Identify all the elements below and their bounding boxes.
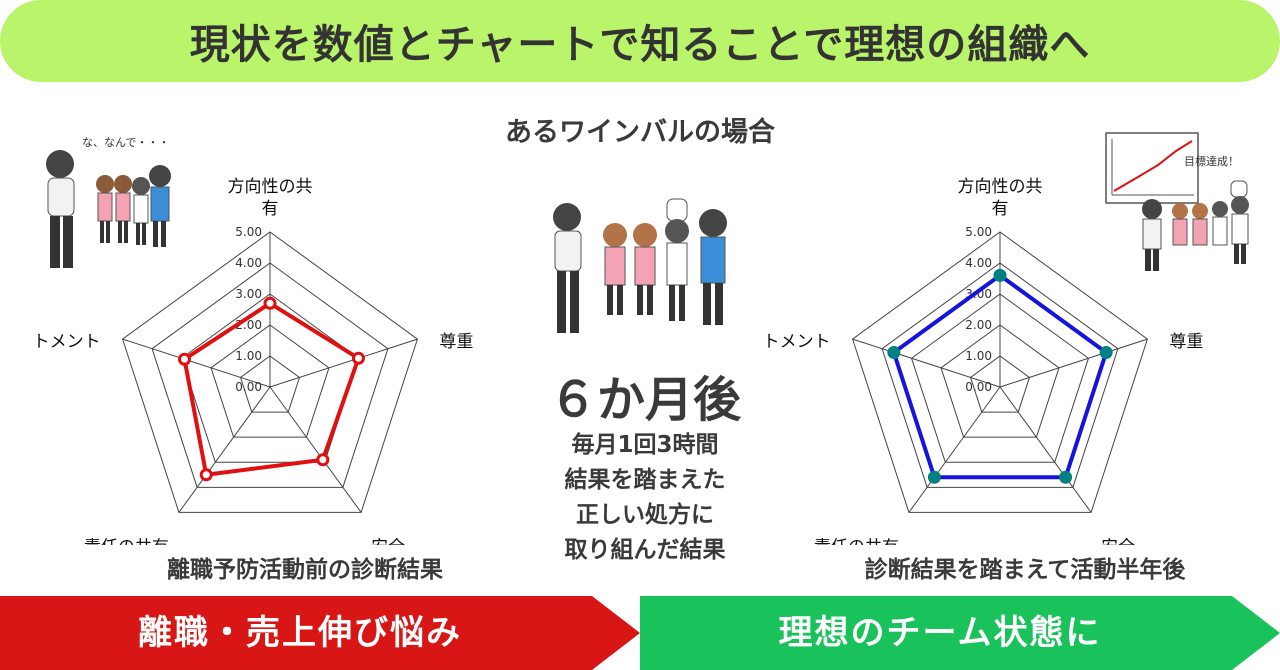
radar-tick-label: 5.00 [235, 225, 262, 239]
center-line: 毎月1回3時間 [571, 432, 719, 458]
radar-data-point [993, 268, 1007, 282]
goal-achieved-illustration: 目標達成！ [1105, 132, 1249, 271]
radar-grid-ring [940, 324, 1060, 438]
radar-axis-label: コミットメント [760, 332, 831, 352]
radar-spoke [269, 338, 418, 388]
radar-chart-before: 0.001.002.003.004.005.00方向性の共有尊重安全責任の共有コ… [0, 165, 510, 557]
radar-data-point [316, 453, 330, 467]
radar-tick-label: 1.00 [235, 349, 262, 363]
radar-axis-label: 方向性の共有 [228, 177, 313, 219]
radar-axis-label: 尊重 [1169, 332, 1203, 352]
radar-axis-label: 安全 [1101, 537, 1135, 545]
radar-data-point [1099, 346, 1113, 360]
radar-spoke [122, 338, 271, 388]
green-arrow-shape [640, 596, 1280, 670]
radar-spoke [999, 338, 1148, 388]
radar-spoke [999, 386, 1092, 513]
staff-group-illustration: な、なんで・・・ [46, 136, 171, 268]
center-line: 正しい処方に [576, 502, 714, 528]
radar-data-point [199, 468, 213, 482]
radar-axis-label: 責任の共有 [814, 537, 899, 545]
center-description: 毎月1回3時間 結果を踏まえた 正しい処方に 取り組んだ結果 [500, 428, 790, 568]
radar-grid-ring [239, 355, 301, 413]
radar-grid-ring [851, 231, 1149, 513]
center-illustration [545, 195, 745, 345]
radar-tick-label: 4.00 [235, 256, 262, 270]
radar-grid-ring [910, 293, 1090, 463]
radar-tick-label: 2.00 [965, 318, 992, 332]
left-speech-text: な、なんで・・・ [82, 136, 169, 149]
radar-data-point [178, 352, 192, 366]
radar-axis-label: 責任の共有 [84, 537, 169, 545]
radar-data-point [1059, 470, 1073, 484]
radar-axis-label: 安全 [371, 537, 405, 545]
problem-arrow: 離職・売上伸び悩み [0, 596, 640, 670]
radar-tick-label: 3.00 [235, 287, 262, 301]
radar-spoke [269, 386, 362, 513]
radar-tick-label: 0.00 [235, 380, 262, 394]
radar-spoke [852, 338, 1001, 388]
radar-tick-label: 5.00 [965, 225, 992, 239]
radar-grid-ring [969, 355, 1031, 413]
ideal-arrow-label: 理想のチーム状態に [778, 613, 1102, 653]
radar-data-point [887, 346, 901, 360]
radar-grid-ring [881, 262, 1119, 488]
radar-data-point [351, 351, 365, 365]
page-title: 現状を数値とチャートで知ることで理想の組織へ [189, 22, 1091, 68]
left-illustration: な、なんで・・・ [20, 130, 190, 280]
radar-chart-after: 0.001.002.003.004.005.00方向性の共有尊重安全責任の共有コ… [712, 165, 1240, 557]
right-speech-text: 目標達成！ [1184, 154, 1239, 168]
case-subtitle: あるワインバルの場合 [505, 117, 775, 148]
radar-grid-ring [210, 324, 330, 438]
radar-axis-label: 尊重 [439, 332, 473, 352]
radar-data-series [891, 273, 1109, 480]
radar-data-point [927, 470, 941, 484]
chart-caption-after: 診断結果を踏まえて活動半年後 [864, 557, 1186, 583]
problem-arrow-label: 離職・売上伸び悩み [138, 613, 462, 653]
center-line: 取り組んだ結果 [564, 537, 726, 563]
radar-data-series [182, 301, 361, 477]
radar-spoke [178, 386, 271, 513]
radar-axis-label: コミットメント [30, 332, 101, 352]
radar-axis-label: 方向性の共有 [958, 177, 1043, 219]
radar-chart-before-svg: 0.001.002.003.004.005.00方向性の共有尊重安全責任の共有コ… [0, 177, 473, 557]
radar-data-point [263, 296, 277, 310]
radar-spoke [908, 386, 1001, 513]
header-banner: 現状を数値とチャートで知ることで理想の組織へ [0, 0, 1280, 82]
center-line: 結果を踏まえた [564, 467, 726, 493]
ideal-arrow: 理想のチーム状態に [640, 596, 1280, 670]
red-arrow-shape [0, 596, 640, 670]
right-illustration: 目標達成！ [1100, 125, 1270, 275]
radar-tick-label: 1.00 [965, 349, 992, 363]
radar-grid-ring [151, 262, 389, 488]
radar-chart-after-svg: 0.001.002.003.004.005.00方向性の共有尊重安全責任の共有コ… [712, 177, 1204, 557]
cheering-staff-illustration [553, 198, 727, 333]
radar-tick-label: 0.00 [965, 380, 992, 394]
chart-caption-before: 離職予防活動前の診断結果 [167, 557, 443, 583]
six-months-later-title: ６か月後 [548, 372, 741, 428]
radar-grid-ring [121, 231, 419, 513]
radar-tick-label: 4.00 [965, 256, 992, 270]
